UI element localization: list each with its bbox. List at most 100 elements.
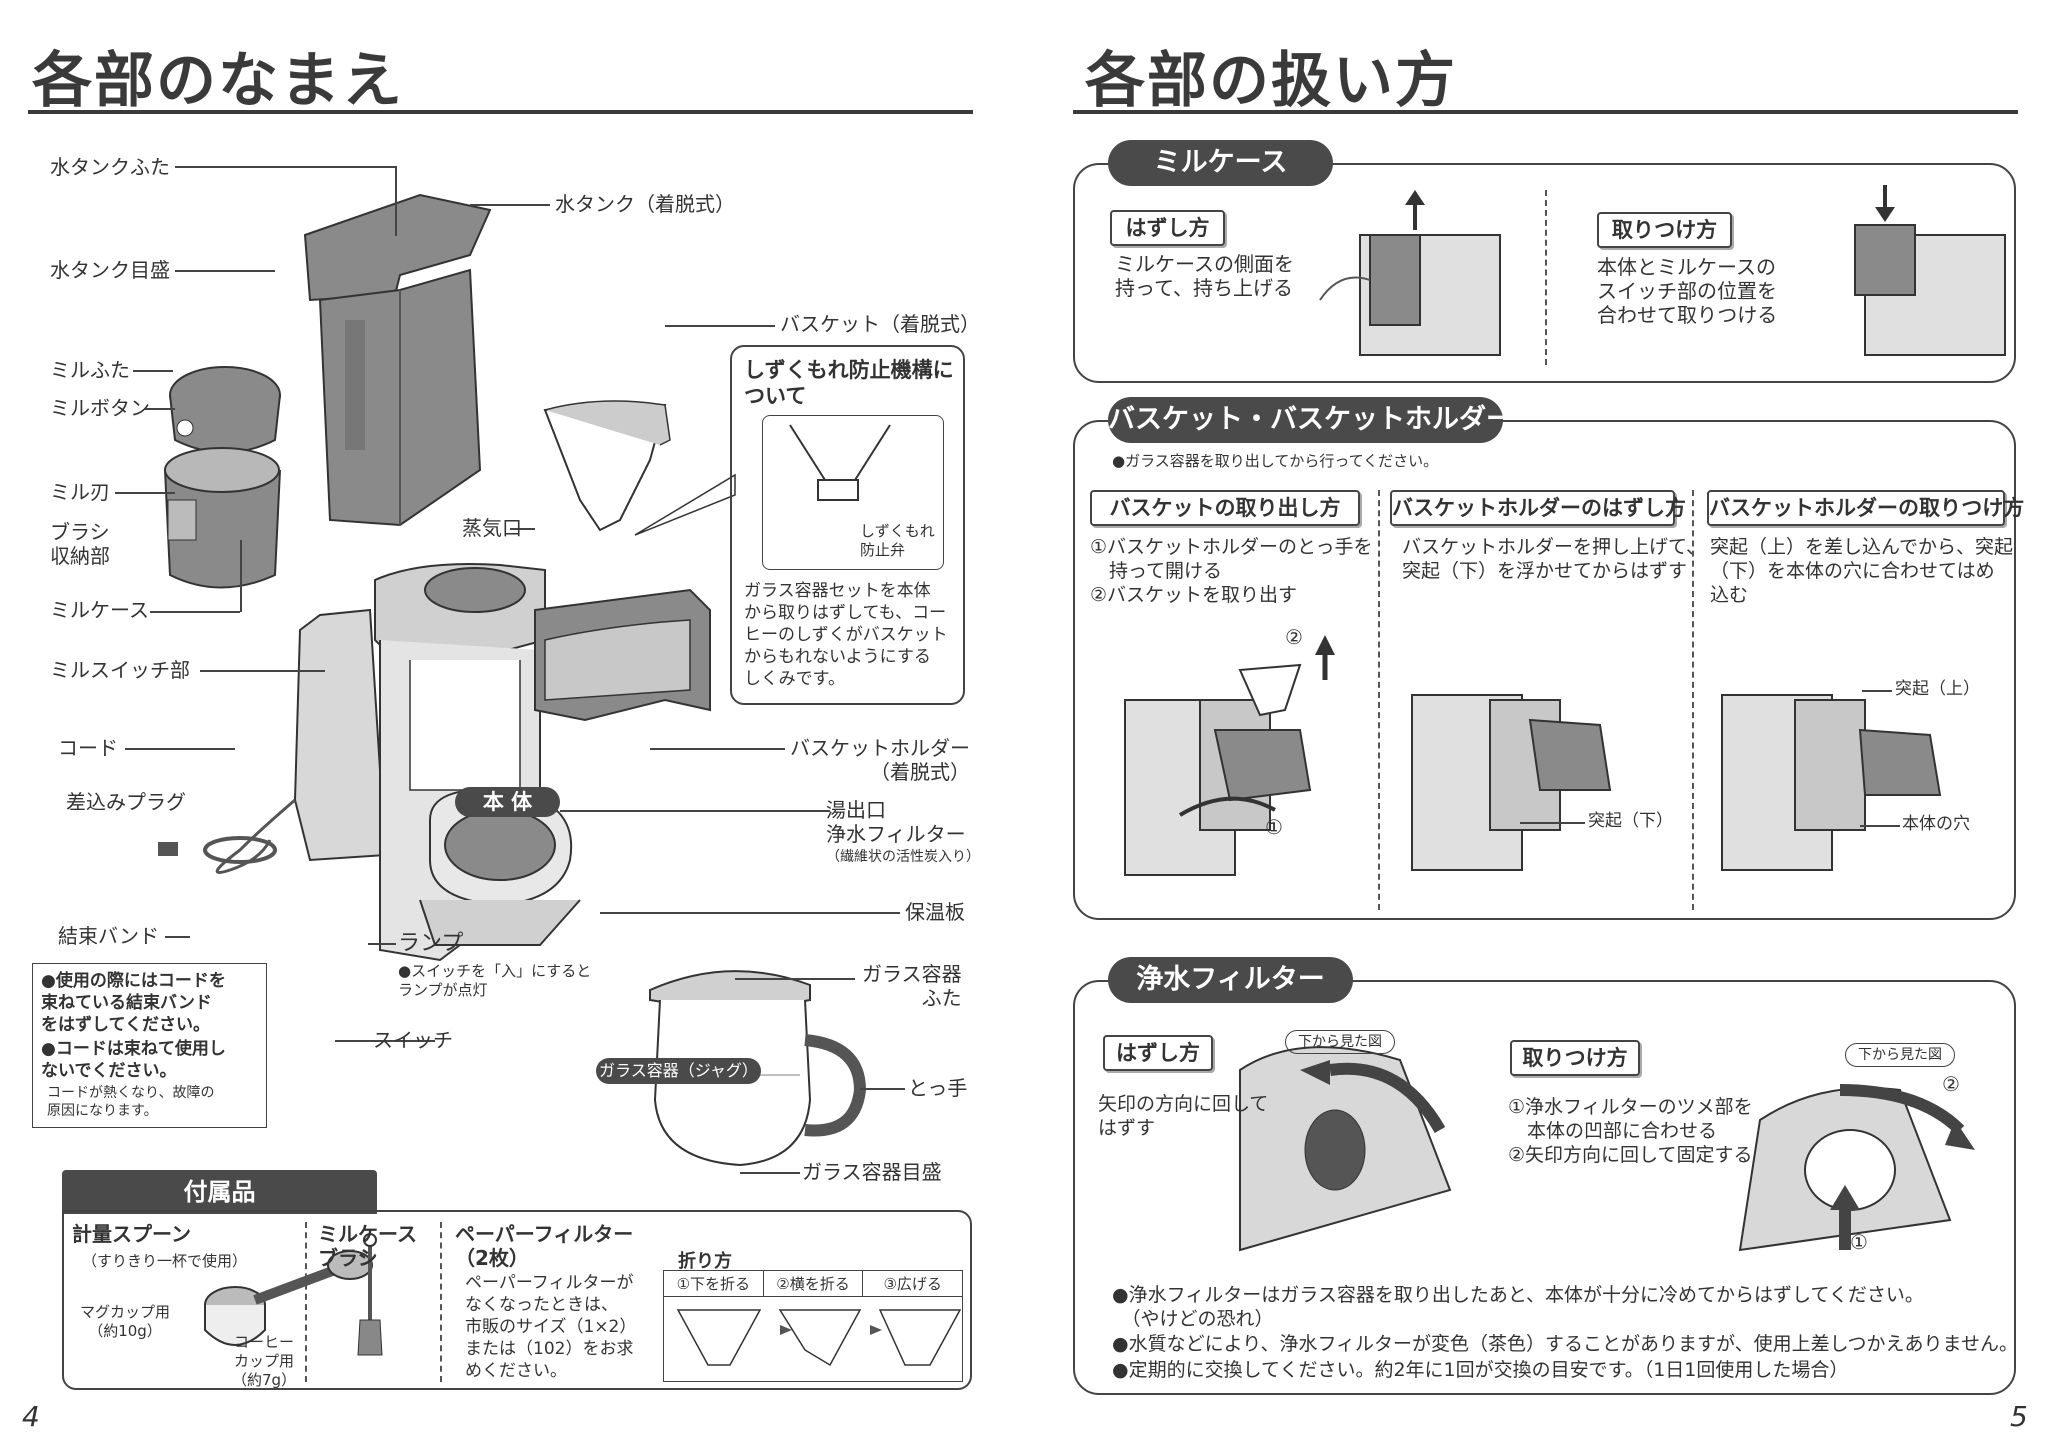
label-plug: 差込みプラグ bbox=[66, 790, 186, 814]
leader-line bbox=[665, 325, 775, 327]
label-lower-bump: 突起（下） bbox=[1588, 811, 1673, 831]
fold-step-row: ①下を折る ②横を折る ③広げる bbox=[664, 1271, 962, 1297]
leader-line bbox=[145, 408, 175, 410]
paper-title: ペーパーフィルター （2枚） bbox=[455, 1222, 634, 1270]
filter-step-2-marker: ② bbox=[1942, 1072, 1960, 1096]
right-page-title: 各部の扱い方 bbox=[1085, 46, 1457, 116]
leader-line bbox=[1520, 822, 1585, 824]
basket-divider bbox=[1692, 490, 1694, 910]
mill-remove-tab: はずし方 bbox=[1110, 210, 1225, 246]
label-warmer: 保温板 bbox=[905, 900, 965, 924]
label-handle: とっ手 bbox=[908, 1076, 968, 1100]
leader-line bbox=[395, 166, 397, 236]
body-tag: 本 体 bbox=[455, 787, 560, 817]
basket-divider bbox=[1378, 490, 1380, 910]
spoon-mug-label: マグカップ用 （約10g） bbox=[80, 1303, 171, 1340]
brush-title: ミルケース ブラシ bbox=[318, 1222, 417, 1270]
accessories-box bbox=[62, 1210, 972, 1390]
basket-col3-tab-label: バスケットホルダーの取りつけ方 bbox=[1709, 496, 2025, 520]
filter-note-1: ●浄水フィルターはガラス容器を取り出したあと、本体が十分に冷めてからはずしてくだ… bbox=[1112, 1284, 1924, 1330]
leader-line bbox=[125, 748, 235, 750]
label-mill-button: ミルボタン bbox=[50, 396, 150, 420]
spoon-cup-label: コーヒー カップ用 （約7g） bbox=[232, 1333, 297, 1389]
glass-jug-tag: ガラス容器（ジャグ） bbox=[596, 1058, 761, 1084]
label-mill-case: ミルケース bbox=[50, 598, 149, 622]
label-lamp-note: ●スイッチを「入」にすると ランプが点灯 bbox=[398, 962, 592, 999]
filter-attach-tab-label: 取りつけ方 bbox=[1522, 1046, 1628, 1070]
glass-jug-label: ガラス容器（ジャグ） bbox=[599, 1061, 758, 1080]
mill-remove-tab-label: はずし方 bbox=[1125, 216, 1210, 240]
filter-view-tag-2: 下から見た図 bbox=[1845, 1043, 1955, 1067]
mill-remove-text: ミルケースの側面を 持って、持ち上げる bbox=[1115, 252, 1294, 300]
label-lamp: ランプ bbox=[398, 931, 464, 956]
leader-line bbox=[510, 528, 535, 530]
basket-step-2-marker: ② bbox=[1285, 625, 1303, 649]
fold-step-3: ③広げる bbox=[883, 1275, 942, 1293]
leader-line bbox=[470, 204, 550, 206]
mill-section-divider bbox=[1545, 190, 1547, 365]
basket-section-title: バスケット・バスケットホルダー bbox=[1108, 397, 1513, 443]
filter-step-1-marker: ① bbox=[1850, 1230, 1868, 1254]
label-tank-scale: 水タンク目盛 bbox=[50, 258, 170, 282]
leader-line bbox=[165, 936, 190, 938]
cord-note-box: ●使用の際にはコードを 束ねている結束バンド をはずしてください。 ●コードは束… bbox=[32, 963, 267, 1128]
label-outlet: 湯出口 bbox=[826, 798, 886, 822]
cord-note-1: ●使用の際にはコードを 束ねている結束バンド をはずしてください。 bbox=[41, 971, 226, 1035]
drip-box-title: しずくもれ防止機構に ついて bbox=[744, 358, 954, 408]
leader-line bbox=[115, 492, 175, 494]
accessory-divider bbox=[305, 1222, 307, 1382]
basket-col2-tab: バスケットホルダーのはずし方 bbox=[1390, 490, 1686, 526]
leader-line bbox=[150, 611, 240, 613]
drip-prevention-box: しずくもれ防止機構に ついて しずくもれ 防止弁 ガラス容器セットを本体 から取… bbox=[730, 345, 965, 705]
basket-col3-tab: バスケットホルダーの取りつけ方 bbox=[1707, 490, 2024, 526]
label-upper-bump: 突起（上） bbox=[1895, 679, 1980, 699]
paper-text: ペーパーフィルターが なくなったときは、 市販のサイズ（1×2） または（102… bbox=[465, 1273, 637, 1381]
label-mill-lid: ミルふた bbox=[50, 358, 130, 382]
left-page-title: 各部のなまえ bbox=[32, 46, 404, 116]
drip-box-valve-label: しずくもれ 防止弁 bbox=[860, 522, 935, 559]
basket-section bbox=[1073, 420, 2016, 920]
basket-title: バスケット・バスケットホルダー bbox=[1108, 404, 1513, 435]
drip-box-figure-frame bbox=[762, 415, 944, 570]
leader-line bbox=[735, 978, 855, 980]
cord-note-3: コードが熱くなり、故障の 原因になります。 bbox=[47, 1085, 215, 1119]
label-basket-holder: バスケットホルダー （着脱式） bbox=[790, 736, 970, 784]
fold-step-2: ②横を折る bbox=[764, 1271, 864, 1296]
filter-section bbox=[1073, 980, 2016, 1395]
filter-remove-tab-label: はずし方 bbox=[1116, 1041, 1200, 1065]
filter-view-tag-1: 下から見た図 bbox=[1285, 1030, 1395, 1054]
cord-note-2: ●コードは束ねて使用し ないでください。 bbox=[41, 1039, 226, 1081]
filter-attach-tab: 取りつけ方 bbox=[1510, 1040, 1640, 1076]
leader-line bbox=[175, 166, 395, 168]
accessory-divider bbox=[440, 1222, 442, 1382]
leader-line bbox=[133, 370, 173, 372]
label-cord: コード bbox=[58, 736, 118, 760]
label-steam: 蒸気口 bbox=[462, 516, 522, 540]
mill-case-section bbox=[1073, 163, 2016, 383]
label-glass-lid: ガラス容器 ふた bbox=[862, 962, 962, 1010]
label-tank: 水タンク（着脱式） bbox=[555, 192, 735, 216]
basket-note: ●ガラス容器を取り出してから行ってください。 bbox=[1112, 452, 1439, 470]
fold-step-1: ①下を折る bbox=[664, 1271, 764, 1296]
filter-attach-text: ①浄水フィルターのツメ部を 本体の凹部に合わせる ②矢印方向に回して固定する bbox=[1508, 1096, 1753, 1166]
label-tank-lid: 水タンクふた bbox=[50, 155, 170, 179]
spoon-note: （すりきり一杯で使用） bbox=[82, 1252, 248, 1270]
filter-note-2: ●水質などにより、浄水フィルターが変色（茶色）することがありますが、使用上差しつ… bbox=[1112, 1333, 2018, 1355]
leader-line bbox=[1862, 690, 1892, 692]
filter-remove-text: 矢印の方向に回して はずす bbox=[1098, 1093, 1269, 1139]
filter-note-3: ●定期的に交換してください。約2年に1回が交換の目安です。（1日1回使用した場合… bbox=[1112, 1359, 1849, 1381]
filter-title: 浄水フィルター bbox=[1136, 964, 1325, 995]
spoon-title: 計量スプーン bbox=[72, 1222, 191, 1246]
mill-case-title: ミルケース bbox=[1153, 147, 1288, 178]
mill-case-section-title: ミルケース bbox=[1108, 140, 1333, 186]
left-page-number: 4 bbox=[22, 1400, 40, 1433]
label-mill-switch: ミルスイッチ部 bbox=[50, 658, 190, 682]
right-page-number: 5 bbox=[2010, 1400, 2028, 1433]
leader-line bbox=[1860, 825, 1900, 827]
accessories-header: 付属品 bbox=[62, 1170, 377, 1214]
label-basket: バスケット（着脱式） bbox=[780, 312, 980, 336]
leader-line bbox=[368, 943, 396, 945]
leader-line bbox=[740, 1172, 800, 1174]
drip-box-text: ガラス容器セットを本体 から取りはずしても、コー ヒーのしずくがバスケット から… bbox=[744, 581, 948, 689]
mill-attach-tab: 取りつけ方 bbox=[1597, 212, 1732, 248]
